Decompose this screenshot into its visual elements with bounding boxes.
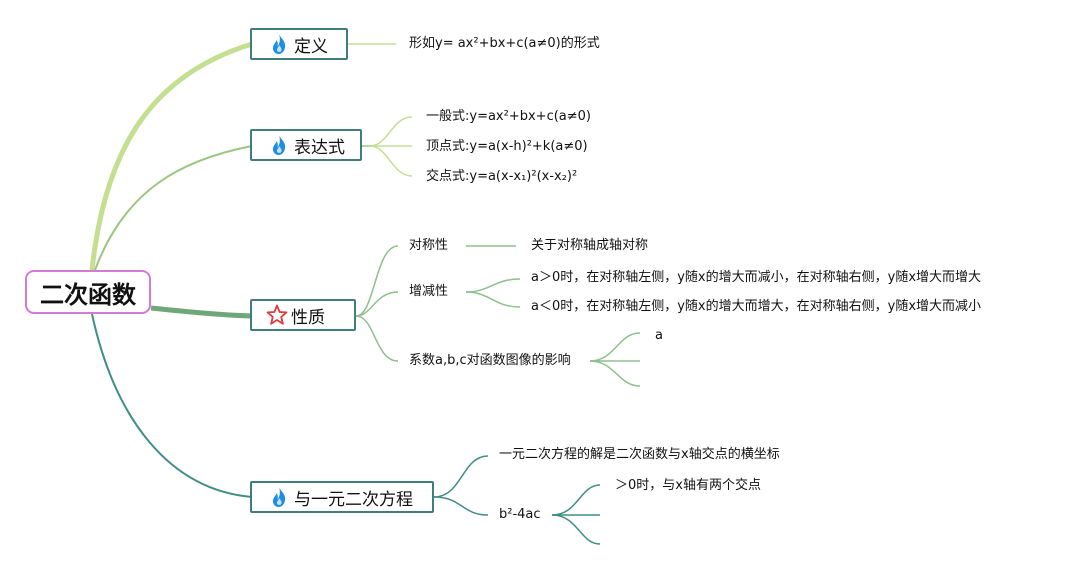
fire-icon <box>269 33 289 55</box>
fire-icon <box>269 486 289 508</box>
topic-properties[interactable]: 性质 <box>250 299 356 331</box>
branch-symmetry[interactable]: 对称性 <box>409 238 449 253</box>
star-icon <box>266 304 288 326</box>
expression-general[interactable]: 一般式:y=ax²+bx+c(a≠0) <box>426 109 591 124</box>
expression-vertex[interactable]: 顶点式:y=a(x-h)²+k(a≠0) <box>426 139 588 154</box>
definition-text[interactable]: 形如y= ax²+bx+c(a≠0)的形式 <box>409 36 600 51</box>
equation-solution-text[interactable]: 一元二次方程的解是二次函数与x轴交点的横坐标 <box>499 447 780 462</box>
topic-expression[interactable]: 表达式 <box>250 129 362 161</box>
monotonicity-a-negative[interactable]: a＜0时，在对称轴左侧，y随x的增大而增大，在对称轴右侧，y随x增大而减小 <box>531 299 982 314</box>
root-node[interactable]: 二次函数 <box>25 270 151 314</box>
expression-intercept[interactable]: 交点式:y=a(x-x₁)²(x-x₂)² <box>426 169 578 184</box>
topic-label: 定义 <box>294 36 328 57</box>
monotonicity-a-positive[interactable]: a＞0时，在对称轴左侧，y随x的增大而减小，在对称轴右侧，y随x增大而增大 <box>531 270 982 285</box>
symmetry-text[interactable]: 关于对称轴成轴对称 <box>531 238 649 253</box>
topic-label: 表达式 <box>294 137 345 158</box>
discriminant-positive[interactable]: ＞0时，与x轴有两个交点 <box>615 478 761 493</box>
branch-monotonicity[interactable]: 增减性 <box>409 284 449 299</box>
topic-label: 与一元二次方程 <box>294 489 413 510</box>
branch-discriminant[interactable]: b²-4ac <box>499 507 541 522</box>
coefficient-a[interactable]: a <box>655 328 663 343</box>
branch-coefficients[interactable]: 系数a,b,c对函数图像的影响 <box>409 353 571 368</box>
topic-label: 性质 <box>291 307 325 328</box>
fire-icon <box>269 134 289 156</box>
topic-definition[interactable]: 定义 <box>250 28 348 60</box>
topic-quadratic-equation[interactable]: 与一元二次方程 <box>250 481 434 513</box>
